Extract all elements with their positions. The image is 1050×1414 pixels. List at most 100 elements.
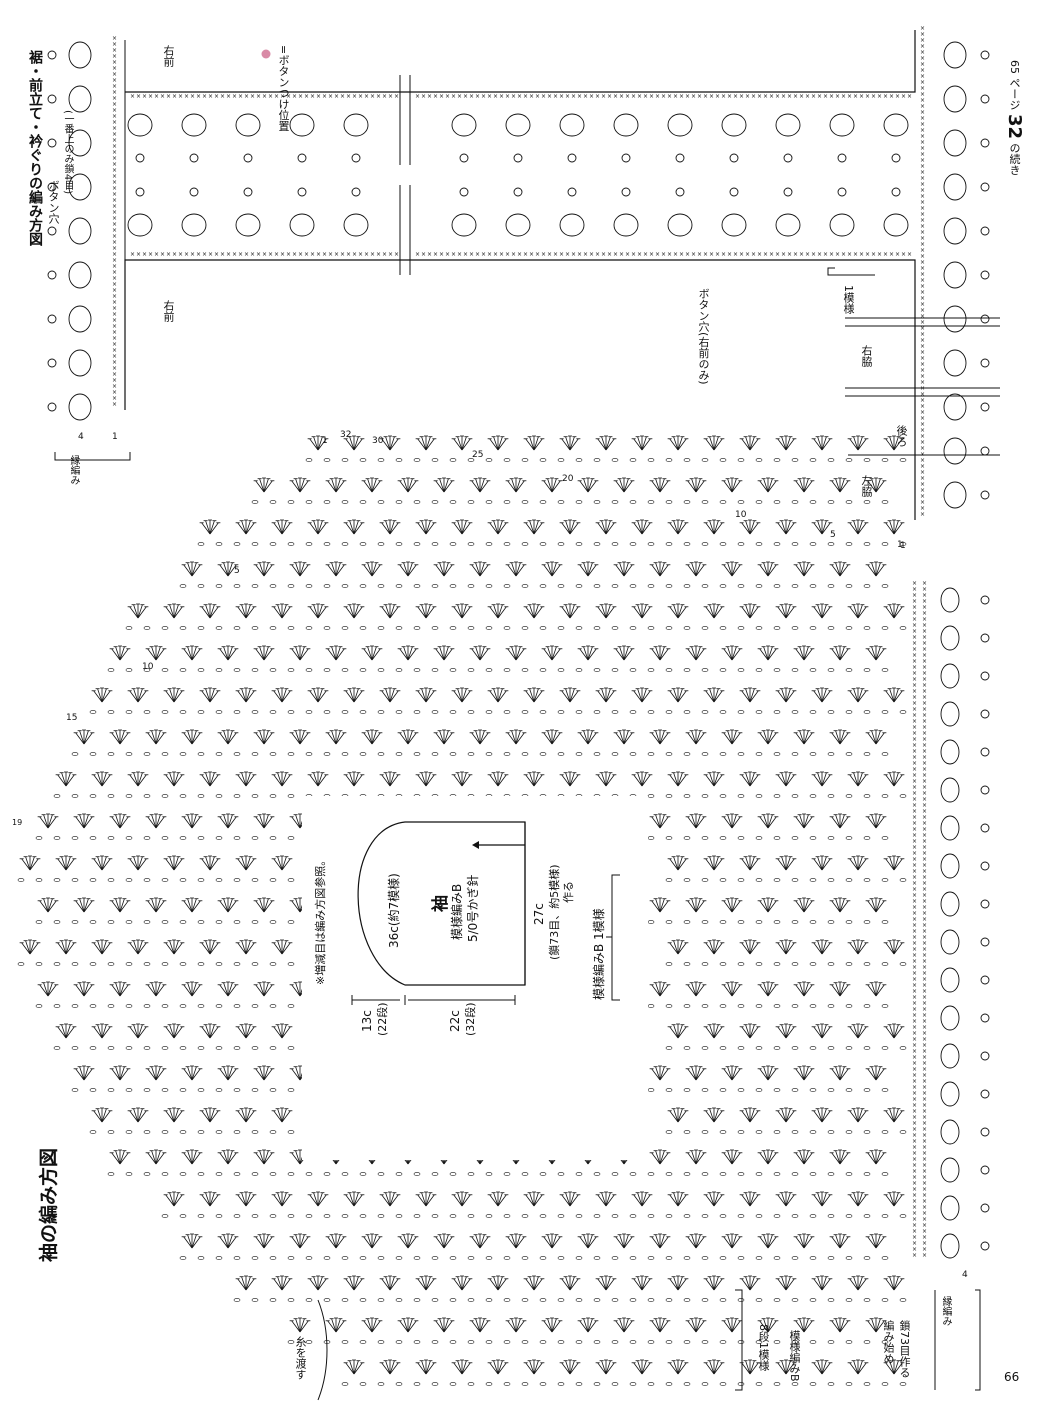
shell-motif bbox=[269, 771, 295, 798]
shell-motif bbox=[773, 1107, 799, 1134]
buttonhole-top-detail: (一番上のみ鎖4目) bbox=[62, 110, 73, 195]
shell-motif bbox=[467, 477, 493, 504]
shell-motif bbox=[683, 813, 709, 840]
shell-motif bbox=[89, 687, 115, 714]
shell-motif bbox=[593, 771, 619, 798]
shell-motif bbox=[233, 687, 259, 714]
shell-motif bbox=[467, 1317, 493, 1344]
continuation-suffix: の続き bbox=[1008, 142, 1021, 176]
schematic-hook: 5/0号かぎ針 bbox=[466, 874, 480, 942]
shell-motif bbox=[773, 939, 799, 966]
shell-motif bbox=[377, 1359, 403, 1386]
shell-motif bbox=[179, 981, 205, 1008]
sleeve-section-title: 袖の編み方図 bbox=[38, 1147, 60, 1262]
shell-motif bbox=[89, 771, 115, 798]
shell-motif bbox=[755, 645, 781, 672]
start-note-line2: 鎖73目作る bbox=[898, 1320, 911, 1378]
shell-motif bbox=[755, 1065, 781, 1092]
row-number: 5 bbox=[830, 530, 836, 540]
band-loop bbox=[667, 187, 693, 237]
shell-motif bbox=[773, 687, 799, 714]
start-note-line1: 編み始め bbox=[882, 1320, 895, 1364]
shell-motif bbox=[791, 477, 817, 504]
shell-motif bbox=[107, 897, 133, 924]
shell-motif bbox=[791, 981, 817, 1008]
shell-motif bbox=[881, 1107, 907, 1134]
shell-motif bbox=[557, 771, 583, 798]
shell-motif bbox=[665, 1359, 691, 1386]
band-loop bbox=[883, 187, 909, 237]
shell-motif bbox=[179, 1149, 205, 1176]
row-number: 1 bbox=[322, 436, 328, 446]
right-front-top-label: 右前 bbox=[162, 45, 175, 67]
shell-motif bbox=[233, 1107, 259, 1134]
shell-motif bbox=[773, 603, 799, 630]
shell-motif bbox=[143, 813, 169, 840]
shell-motif bbox=[467, 1233, 493, 1260]
row-number: 20 bbox=[562, 474, 574, 484]
shell-motif bbox=[755, 561, 781, 588]
shell-motif bbox=[503, 645, 529, 672]
shell-motif bbox=[719, 729, 745, 756]
shell-motif bbox=[197, 939, 223, 966]
shell-motif bbox=[395, 1317, 421, 1344]
shell-motif bbox=[449, 519, 475, 546]
shell-motif bbox=[881, 1191, 907, 1218]
shell-motif bbox=[611, 729, 637, 756]
shell-motif bbox=[323, 1317, 349, 1344]
shell-motif bbox=[845, 687, 871, 714]
shell-motif bbox=[647, 561, 673, 588]
shell-motif bbox=[809, 519, 835, 546]
shell-motif bbox=[773, 1191, 799, 1218]
shell-motif bbox=[161, 939, 187, 966]
shell-motif bbox=[485, 603, 511, 630]
shell-motif bbox=[755, 1149, 781, 1176]
row-number: 32 bbox=[340, 430, 352, 440]
shell-motif bbox=[359, 729, 385, 756]
picot-loop bbox=[940, 929, 990, 955]
edge-loop bbox=[943, 217, 990, 245]
shell-motif bbox=[701, 1191, 727, 1218]
row-number: 5 bbox=[234, 566, 240, 576]
shell-motif bbox=[845, 1275, 871, 1302]
shell-motif bbox=[269, 1275, 295, 1302]
shell-motif bbox=[233, 855, 259, 882]
shell-motif bbox=[413, 435, 439, 462]
shell-motif bbox=[359, 645, 385, 672]
shell-motif bbox=[323, 477, 349, 504]
edge-loop bbox=[943, 41, 990, 69]
shell-motif bbox=[539, 1233, 565, 1260]
shell-motif bbox=[107, 1065, 133, 1092]
shell-motif bbox=[125, 1107, 151, 1134]
shell-motif bbox=[593, 687, 619, 714]
edge-loop bbox=[47, 261, 92, 289]
shell-motif bbox=[197, 603, 223, 630]
shell-motif bbox=[683, 897, 709, 924]
shell-motif bbox=[557, 435, 583, 462]
sleeve-border-chart: ××××××××××××××××××××××××××××××××××××××××… bbox=[912, 580, 990, 1259]
shell-motif bbox=[269, 519, 295, 546]
picot-loop bbox=[940, 1043, 990, 1069]
shell-motif bbox=[305, 771, 331, 798]
shell-motif bbox=[215, 813, 241, 840]
shell-motif bbox=[809, 1359, 835, 1386]
picot-loop bbox=[940, 1195, 990, 1221]
shell-motif bbox=[809, 1191, 835, 1218]
shell-motif bbox=[161, 1107, 187, 1134]
shell-motif bbox=[431, 1317, 457, 1344]
page-number-bottom: 66 bbox=[1004, 1370, 1020, 1384]
shell-motif bbox=[701, 939, 727, 966]
shell-motif bbox=[737, 687, 763, 714]
shell-motif bbox=[269, 855, 295, 882]
shell-motif bbox=[593, 519, 619, 546]
shell-motif bbox=[503, 477, 529, 504]
shell-motif bbox=[71, 813, 97, 840]
shell-motif bbox=[179, 1065, 205, 1092]
shell-motif bbox=[143, 1149, 169, 1176]
one-repeat-label: 1模様 bbox=[842, 285, 855, 314]
band-loop bbox=[613, 113, 639, 163]
shell-motif bbox=[305, 1275, 331, 1302]
edge-loop bbox=[943, 393, 990, 421]
shell-motif bbox=[737, 519, 763, 546]
shell-motif bbox=[827, 1149, 853, 1176]
